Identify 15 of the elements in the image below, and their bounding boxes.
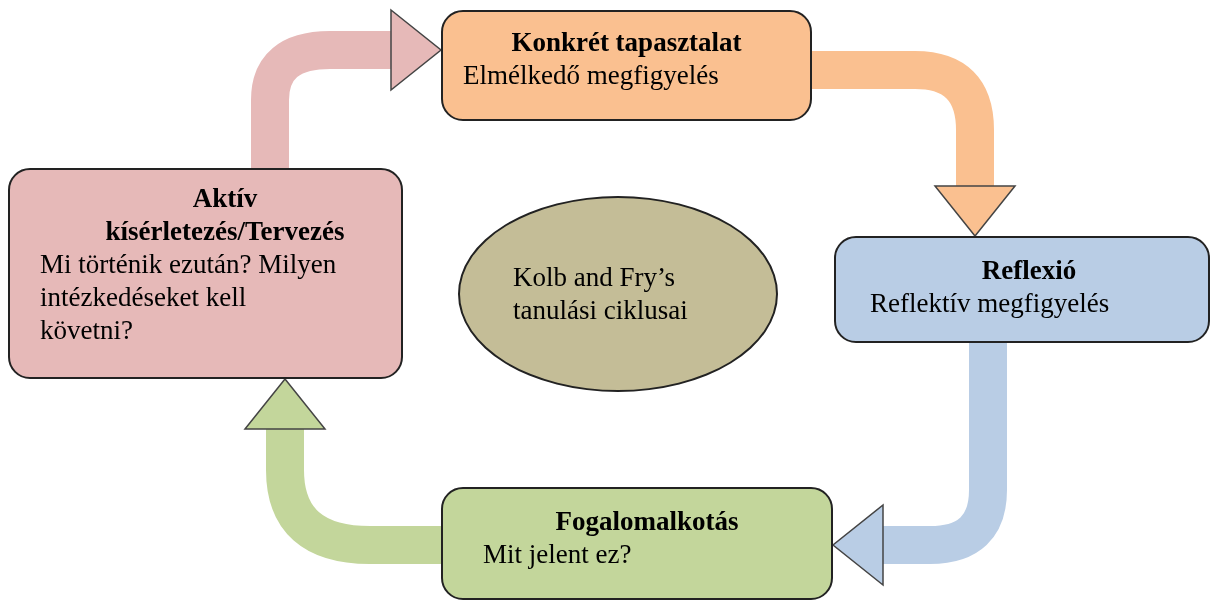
process-box bbox=[8, 168, 403, 379]
box-heading: Konkrét tapasztalat bbox=[510, 26, 743, 59]
box-heading: Aktív kísérletezés/Tervezés bbox=[104, 182, 346, 248]
box-text: Reflektív megfigyelés bbox=[870, 286, 1111, 320]
box-heading: Fogalomalkotás bbox=[554, 505, 740, 538]
curved-block-arrow bbox=[832, 343, 1007, 586]
curved-block-arrow bbox=[812, 51, 1016, 237]
box-heading: Reflexió bbox=[980, 254, 1078, 287]
box-text: Mit jelent ez? bbox=[483, 537, 633, 571]
process-box bbox=[441, 487, 833, 600]
box-text: Mi történik ezután? Milyen intézkedéseket kell követni? bbox=[40, 247, 338, 347]
process-box bbox=[834, 236, 1210, 343]
box-text: Elmélkedő megfigyelés bbox=[463, 58, 720, 92]
cycle-title: Kolb and Fry’s tanulási ciklusai bbox=[513, 261, 689, 327]
process-box bbox=[441, 10, 812, 121]
